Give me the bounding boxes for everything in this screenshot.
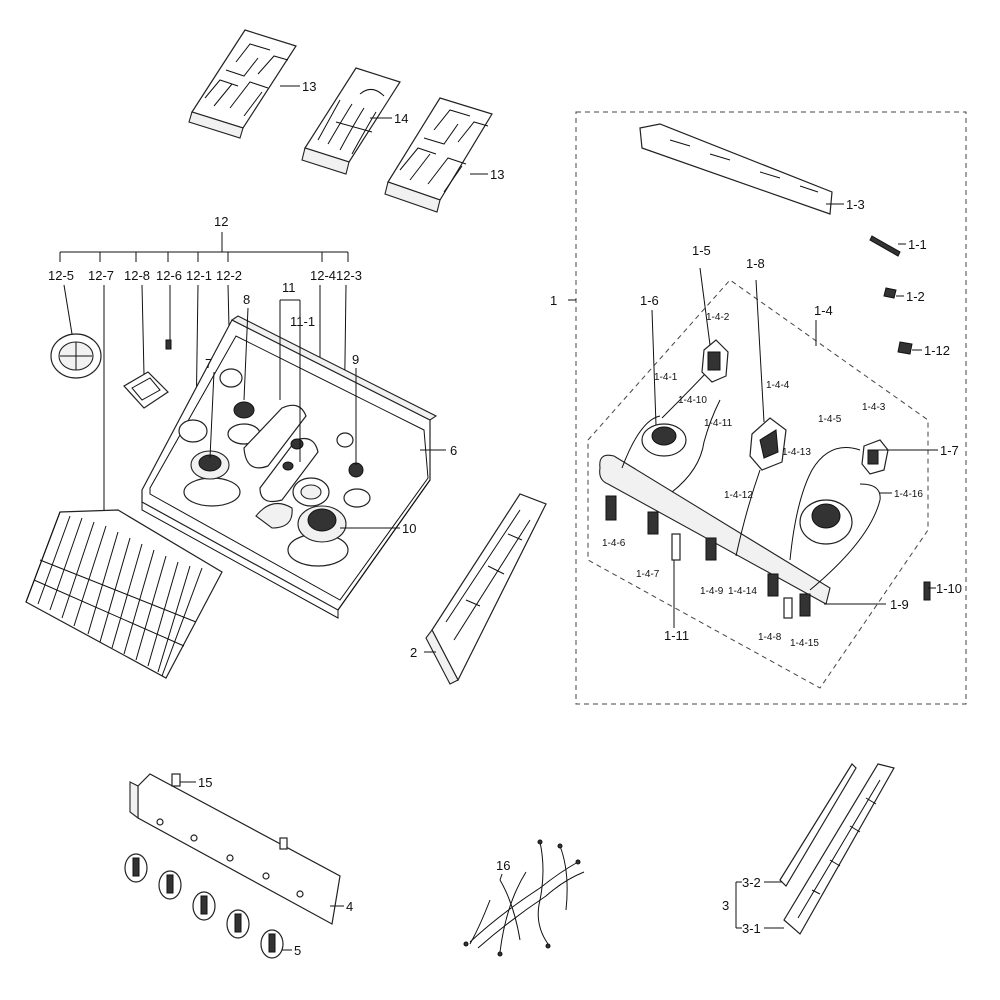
callout-1-4-5: 1-4-5: [818, 414, 842, 425]
burner-cap-ring: [50, 333, 102, 379]
burner-right-rear: [336, 432, 371, 508]
burner-base-left: [641, 423, 687, 457]
grate-left: [188, 29, 297, 139]
callout-1-6: 1-6: [640, 293, 659, 308]
burner-left-front: [183, 450, 241, 507]
callout-10: 10: [402, 521, 416, 536]
callout-1: 1: [550, 293, 557, 308]
callout-1-4-10: 1-4-10: [678, 395, 707, 406]
callout-1-4-14: 1-4-14: [728, 586, 757, 597]
callout-1-4-9: 1-4-9: [700, 586, 724, 597]
callout-14: 14: [394, 111, 408, 126]
callout-1-2: 1-2: [906, 289, 925, 304]
callout-3: 3: [722, 898, 729, 913]
grate-right: [384, 97, 493, 213]
callout-6: 6: [450, 443, 457, 458]
burner-right-front: [287, 505, 349, 567]
callout-5: 5: [294, 943, 301, 958]
callout-13a: 13: [302, 79, 316, 94]
control-knobs: [124, 853, 284, 959]
wire-harness: [463, 839, 585, 957]
callout-1-3: 1-3: [846, 197, 865, 212]
callout-7: 7: [205, 356, 212, 371]
callout-1-9: 1-9: [890, 597, 909, 612]
callout-1-4: 1-4: [814, 303, 833, 318]
callout-4: 4: [346, 899, 353, 914]
griddle-burner-oval: [243, 404, 319, 529]
callout-1-7: 1-7: [940, 443, 959, 458]
callout-1-8: 1-8: [746, 256, 765, 271]
callout-1-4-16: 1-4-16: [894, 489, 923, 500]
callout-11-1: 11-1: [290, 314, 315, 329]
callout-12-7: 12-7: [88, 268, 114, 283]
callout-12-5: 12-5: [48, 268, 74, 283]
callout-8: 8: [243, 292, 250, 307]
control-panel: [129, 773, 341, 925]
callout-1-4-2: 1-4-2: [706, 312, 730, 323]
callout-13b: 13: [490, 167, 504, 182]
burner-cap-small-b: [219, 368, 243, 388]
callout-12-2: 12-2: [216, 268, 242, 283]
callout-1-11: 1-11: [664, 628, 689, 643]
callout-1-4-12: 1-4-12: [724, 490, 753, 501]
callout-1-4-8: 1-4-8: [758, 632, 782, 643]
callout-1-12: 1-12: [924, 343, 950, 358]
callout-1-5: 1-5: [692, 243, 711, 258]
callout-1-4-6: 1-4-6: [602, 538, 626, 549]
burner-base-right: [799, 499, 853, 545]
callout-9: 9: [352, 352, 359, 367]
callout-2: 2: [410, 645, 417, 660]
callout-1-4-4: 1-4-4: [766, 380, 790, 391]
callout-1-4-15: 1-4-15: [790, 638, 819, 649]
side-trim-rail: [425, 493, 547, 685]
burner-center-right: [292, 477, 330, 507]
callout-12-3: 12-3: [336, 268, 362, 283]
callout-12: 12: [214, 214, 228, 229]
callout-11: 11: [282, 280, 296, 295]
callout-15: 15: [198, 775, 212, 790]
callout-1-1: 1-1: [908, 237, 927, 252]
side-trim-set: [779, 763, 895, 935]
grate-center: [301, 67, 401, 175]
callout-12-6: 12-6: [156, 268, 182, 283]
valve-side: [861, 439, 889, 475]
valve-row: [605, 495, 811, 619]
callout-12-1: 12-1: [186, 268, 212, 283]
control-module: [123, 371, 169, 409]
callout-1-4-7: 1-4-7: [636, 569, 660, 580]
callout-1-4-1: 1-4-1: [654, 372, 678, 383]
callout-3-1: 3-1: [742, 921, 761, 936]
callout-12-8: 12-8: [124, 268, 150, 283]
regulator: [749, 417, 787, 471]
valve-top: [701, 339, 729, 383]
burner-cap-small-a: [178, 419, 208, 443]
callout-1-4-3: 1-4-3: [862, 402, 886, 413]
callout-16: 16: [496, 858, 510, 873]
callout-1-10: 1-10: [936, 581, 962, 596]
callout-1-4-13: 1-4-13: [782, 447, 811, 458]
oven-rack: [25, 509, 223, 679]
callout-1-4-11: 1-4-11: [704, 418, 733, 429]
valve-bracket: [639, 123, 833, 215]
gas-manifold: [599, 359, 881, 605]
callout-12-4: 12-4: [310, 268, 336, 283]
callout-3-2: 3-2: [742, 875, 761, 890]
